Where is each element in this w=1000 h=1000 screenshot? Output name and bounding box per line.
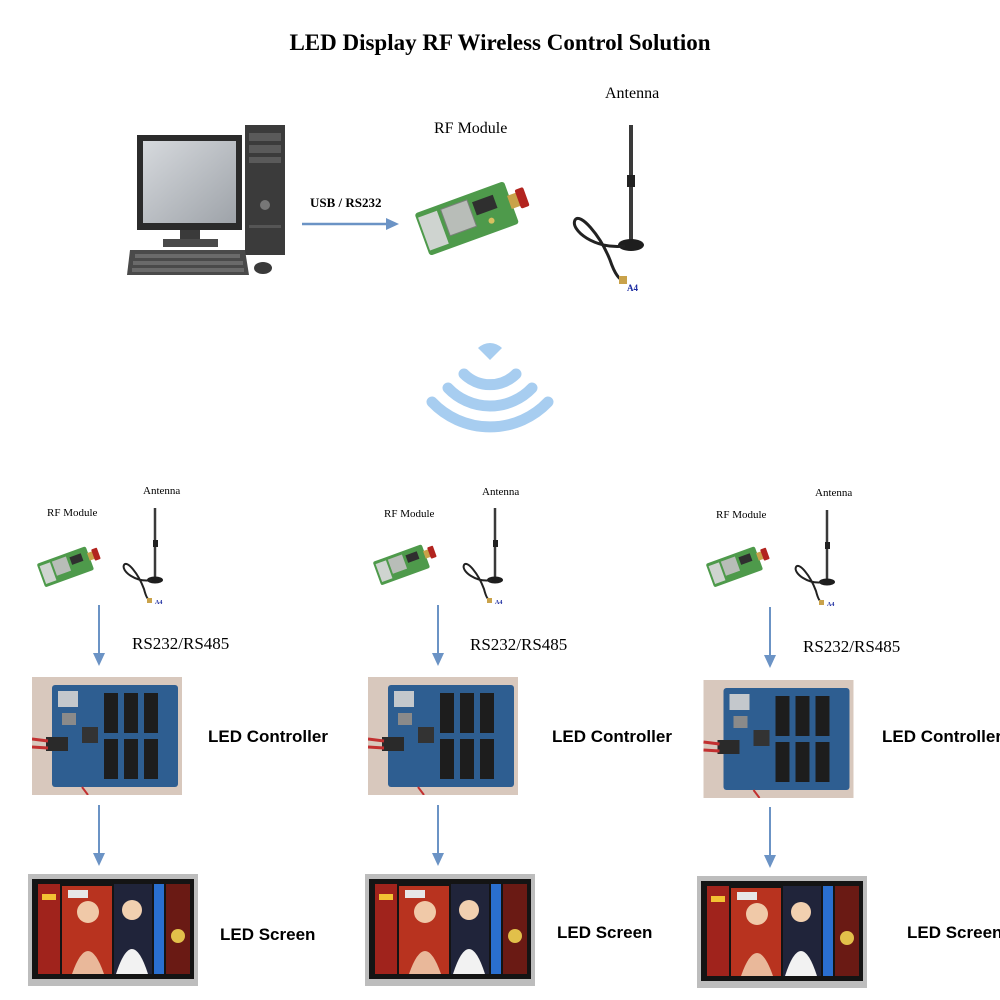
link-label: USB / RS232: [310, 195, 382, 210]
arrow-down: [92, 805, 106, 867]
rf-module-icon: [34, 540, 104, 590]
wireless-signal-icon: [420, 320, 560, 445]
led-screen-icon: [365, 874, 535, 986]
arrow-down: [763, 807, 777, 869]
antenna-icon: [118, 505, 168, 610]
arrow-down: [431, 805, 445, 867]
interface-label: RS232/RS485: [803, 637, 901, 656]
antenna-tag: A4: [155, 600, 163, 606]
led-controller-icon: [368, 677, 518, 795]
led-controller-label: LED Controller: [882, 727, 1000, 746]
rf-module-label: RF Module: [434, 120, 508, 137]
led-screen-label: LED Screen: [907, 923, 1000, 942]
computer-icon: [125, 125, 290, 285]
led-screen-label: LED Screen: [557, 923, 653, 942]
antenna-label: Antenna: [815, 487, 853, 499]
rf-module-icon: [703, 540, 773, 590]
arrow-down: [92, 605, 106, 667]
led-controller-label: LED Controller: [552, 727, 672, 746]
rf-module-label: RF Module: [716, 509, 767, 521]
rf-module-label: RF Module: [384, 508, 435, 520]
antenna-tag: A4: [627, 283, 638, 293]
antenna-label: Antenna: [143, 485, 181, 497]
interface-label: RS232/RS485: [470, 635, 568, 654]
antenna-tag: A4: [827, 602, 835, 608]
interface-label: RS232/RS485: [132, 634, 230, 653]
led-screen-label: LED Screen: [220, 925, 316, 944]
antenna-icon: [790, 507, 840, 612]
rf-module-icon: [370, 538, 440, 588]
antenna-icon: [565, 120, 655, 295]
led-screen-icon: [28, 874, 198, 986]
antenna-tag: A4: [495, 600, 503, 606]
link-arrow: [300, 217, 400, 231]
arrow-down: [763, 607, 777, 669]
antenna-label: Antenna: [482, 486, 520, 498]
diagram-title: LED Display RF Wireless Control Solution: [289, 30, 711, 55]
antenna-icon: [458, 505, 508, 610]
antenna-label: Antenna: [605, 85, 660, 102]
rf-module-label: RF Module: [47, 507, 98, 519]
led-controller-icon: [32, 677, 182, 795]
led-screen-icon: [697, 876, 867, 988]
rf-module-icon: [410, 170, 535, 265]
led-controller-label: LED Controller: [208, 727, 328, 746]
led-controller-icon: [701, 680, 856, 798]
arrow-down: [431, 605, 445, 667]
